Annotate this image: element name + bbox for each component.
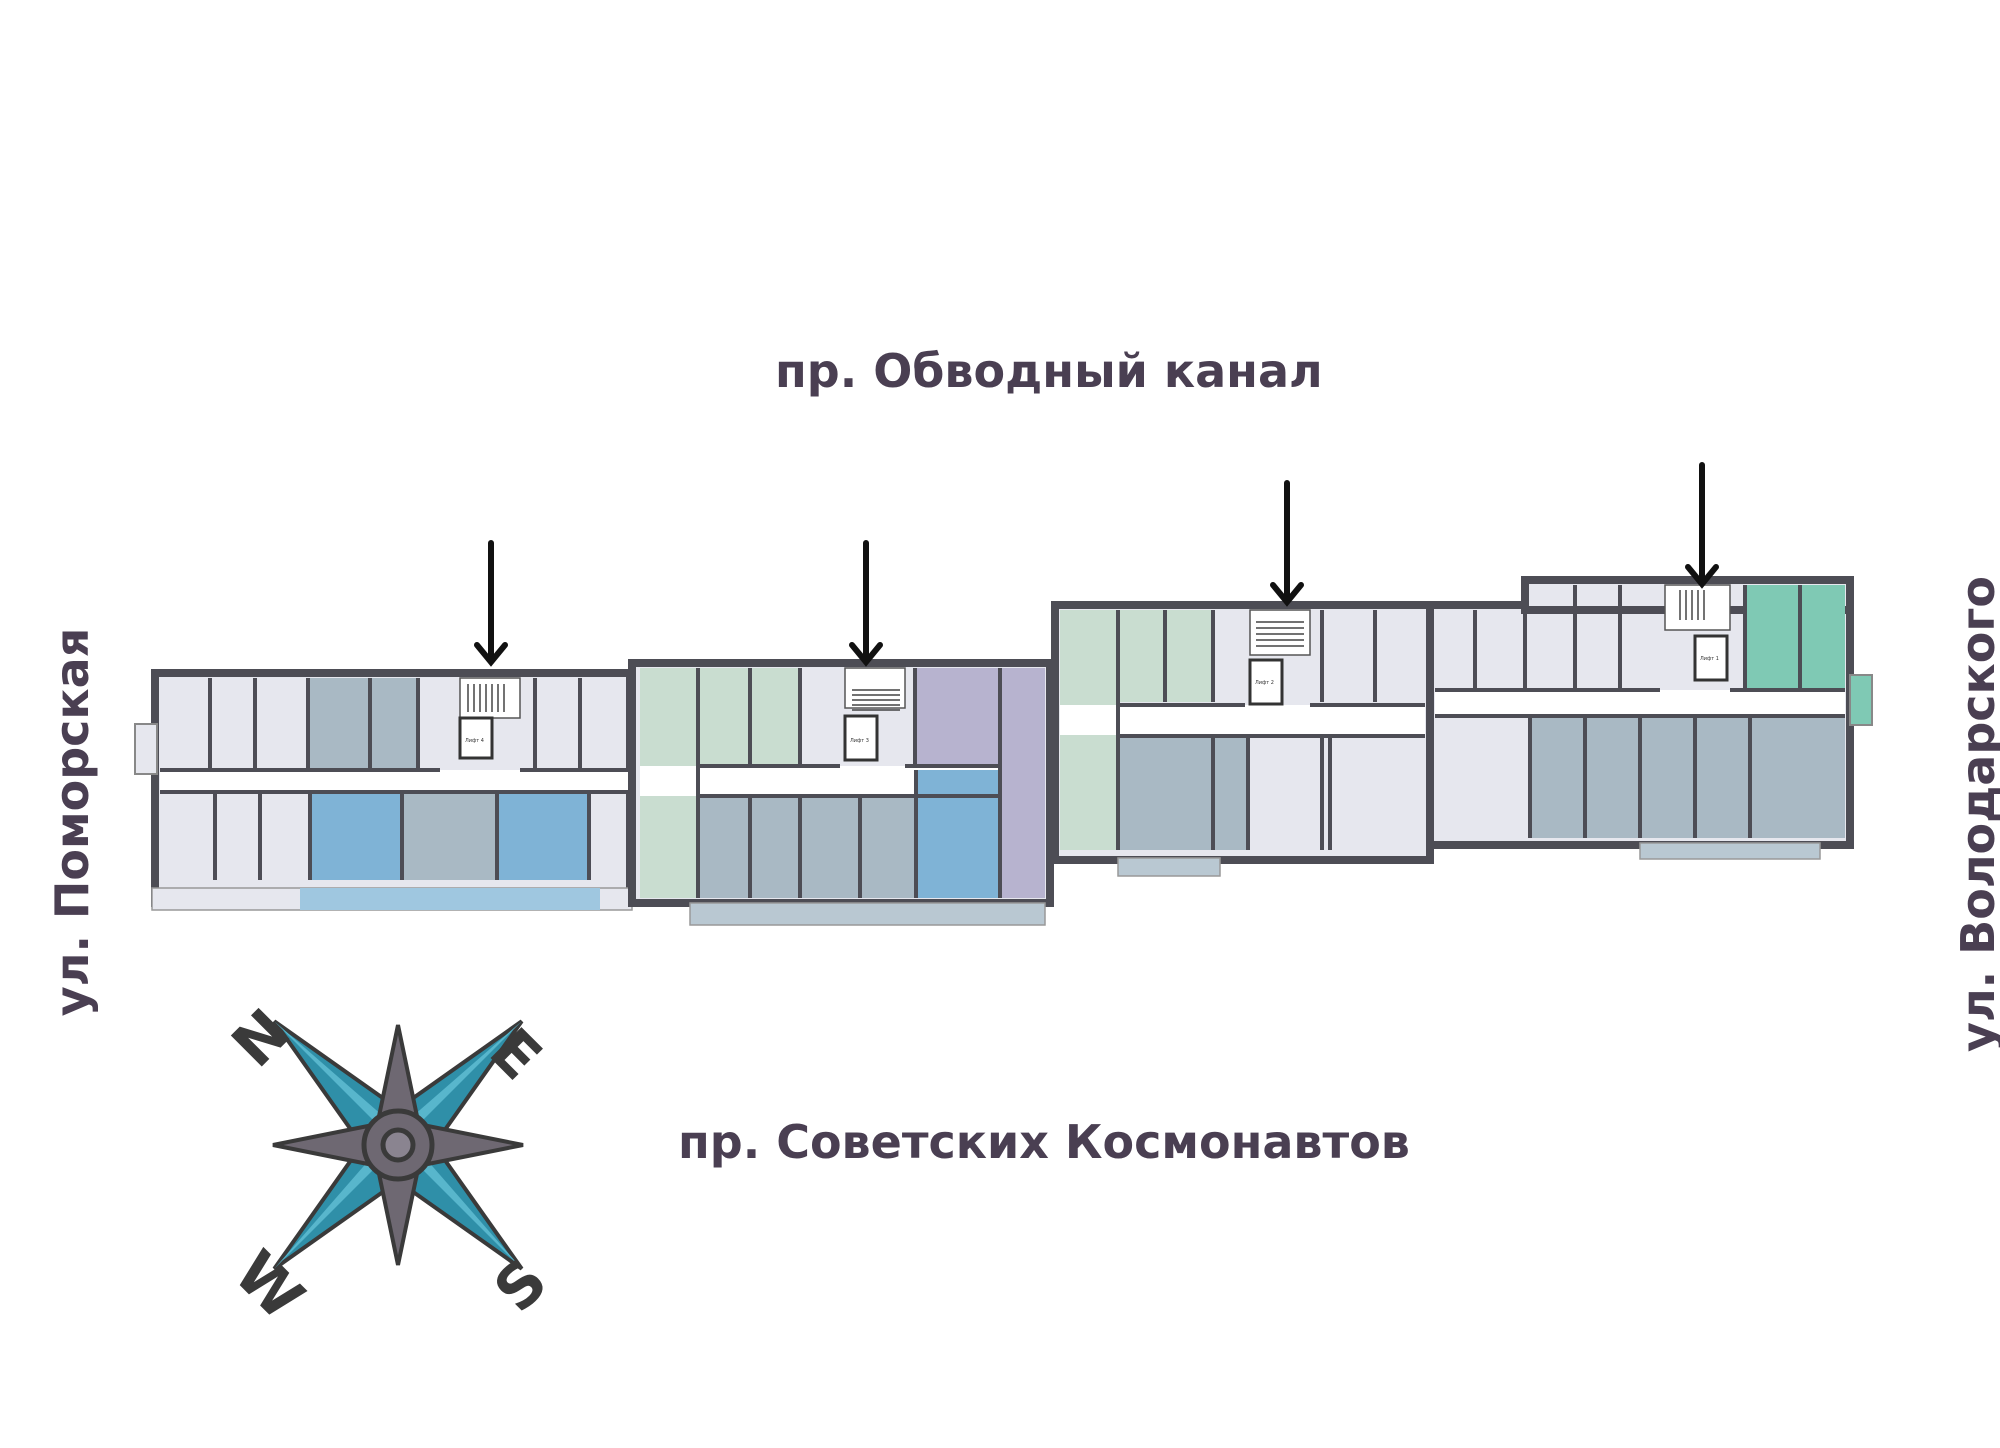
compass-west-label: W: [221, 1238, 317, 1334]
compass-rose: [272, 1019, 524, 1271]
elevator-label-3: Лифт 3: [850, 738, 869, 744]
entrance-arrows: [474, 462, 1719, 667]
elevator-label-4: Лифт 4: [465, 738, 484, 744]
compass-north-label: N: [219, 996, 304, 1081]
compass-east-label: E: [476, 1015, 554, 1093]
building-section-4: Лифт 4: [134, 669, 634, 911]
compass-south-label: S: [481, 1246, 561, 1326]
entrance-arrow-4: [474, 540, 508, 667]
street-label-top: пр. Обводный канал: [775, 344, 1323, 398]
elevator-label-1: Лифт 1: [1700, 656, 1719, 662]
street-label-bottom: пр. Советских Космонавтов: [678, 1115, 1410, 1169]
elevator-label-2: Лифт 2: [1255, 680, 1274, 686]
entrance-arrow-3: [849, 540, 883, 667]
building-section-3: Лифт 3: [628, 659, 1054, 926]
entrance-arrow-1: [1685, 462, 1719, 589]
building-section-1: Лифт 1: [1426, 576, 1873, 860]
building-section-2: Лифт 2: [1051, 601, 1434, 877]
entrance-arrow-2: [1270, 480, 1304, 607]
